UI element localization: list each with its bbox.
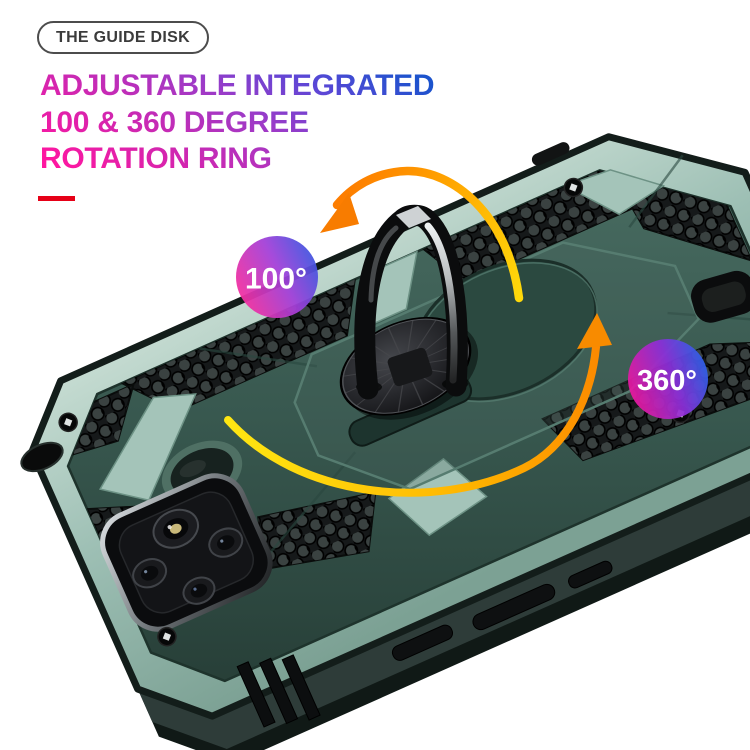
sage-accent-wedges bbox=[98, 169, 666, 537]
armor-crease-lines bbox=[199, 154, 750, 555]
top-edge-button bbox=[531, 142, 570, 166]
guide-disk-badge: THE GUIDE DISK bbox=[37, 21, 209, 54]
camera-lens-right bbox=[208, 527, 244, 558]
camera-module bbox=[100, 473, 273, 632]
flash-cutout bbox=[20, 441, 64, 473]
speaker-slots bbox=[236, 654, 321, 728]
camera-lens-left bbox=[132, 558, 168, 589]
ring-kickstand bbox=[354, 204, 468, 400]
phone-case bbox=[20, 133, 750, 750]
guide-disk-badge-label: THE GUIDE DISK bbox=[56, 28, 190, 46]
badge-100-label: 100° bbox=[245, 263, 307, 296]
arrowhead-100-icon bbox=[320, 193, 359, 233]
side-buttons bbox=[391, 560, 613, 661]
badge-360: 360° bbox=[628, 339, 708, 419]
rotation-arrow-360 bbox=[224, 313, 612, 497]
port-cutout bbox=[691, 270, 750, 323]
badge-360-label: 360° bbox=[637, 365, 697, 397]
camera-lens-bottom bbox=[182, 576, 216, 605]
rotation-arrow-100 bbox=[320, 166, 524, 303]
arrowhead-360-icon bbox=[577, 313, 612, 349]
ring-hinge bbox=[387, 347, 433, 387]
camera-lens-main bbox=[152, 508, 200, 549]
ring-apex-facet bbox=[396, 206, 431, 228]
badge-100: 100° bbox=[236, 236, 318, 318]
red-divider bbox=[38, 196, 75, 201]
